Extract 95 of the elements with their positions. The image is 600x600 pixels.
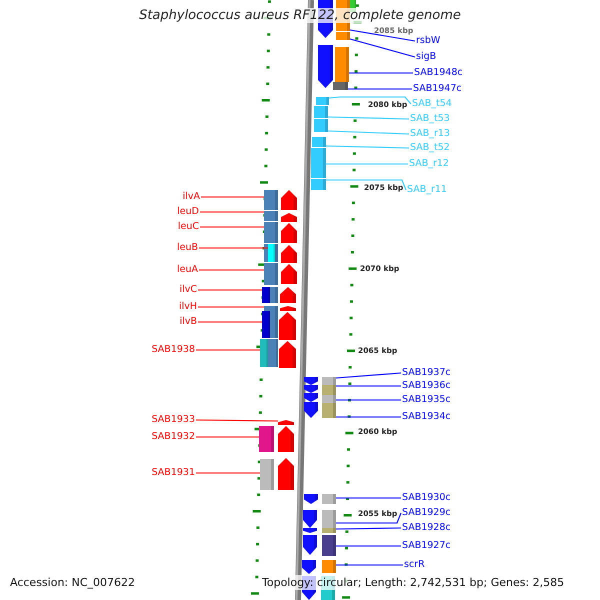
gene-label: SAB1933 bbox=[152, 414, 195, 426]
leader-line bbox=[336, 527, 401, 530]
leader-line bbox=[198, 306, 264, 308]
gene-feature bbox=[314, 119, 328, 132]
gene-label: SAB_r11 bbox=[407, 184, 447, 196]
leader-line bbox=[201, 196, 264, 198]
gene-label: SAB1928c bbox=[402, 522, 451, 534]
gene-label: SAB_t53 bbox=[410, 113, 450, 125]
gene-feature bbox=[264, 306, 278, 311]
leader-line bbox=[200, 211, 264, 213]
gene-label: ilvA bbox=[182, 191, 200, 203]
leader-line bbox=[196, 472, 260, 474]
leader-line bbox=[336, 497, 401, 499]
map-title: Staphylococcus aureus RF122, complete genome bbox=[137, 8, 463, 23]
gene-feature bbox=[264, 222, 278, 243]
gene-label: SAB_t54 bbox=[412, 98, 452, 110]
gene-label: SAB_t52 bbox=[410, 142, 450, 154]
gene-feature bbox=[322, 535, 336, 556]
leader-line bbox=[198, 321, 262, 323]
leader-line bbox=[349, 72, 413, 74]
gene-label: scrR bbox=[404, 559, 425, 571]
gene-feature bbox=[322, 510, 336, 528]
gene-label: sigB bbox=[416, 51, 436, 63]
leader-line bbox=[336, 545, 401, 547]
leader-line bbox=[326, 179, 407, 190]
gene-feature bbox=[322, 494, 336, 504]
gene-label: SAB_r12 bbox=[409, 158, 449, 170]
leader-line bbox=[199, 247, 268, 249]
leader-line bbox=[200, 226, 264, 228]
gene-feature bbox=[311, 179, 326, 190]
leader-line bbox=[348, 88, 412, 90]
gene-feature bbox=[311, 148, 326, 178]
gene-label: rsbW bbox=[416, 35, 440, 47]
gene-label: leuB bbox=[176, 242, 198, 254]
gene-feature bbox=[264, 263, 278, 285]
gene-feature bbox=[336, 32, 350, 40]
gene-feature bbox=[322, 377, 336, 385]
gene-label: leuD bbox=[177, 206, 199, 218]
gene-feature bbox=[312, 137, 326, 147]
gene-feature bbox=[333, 82, 348, 90]
leader-line bbox=[196, 419, 278, 422]
gene-feature bbox=[264, 190, 278, 210]
gene-feature bbox=[314, 106, 328, 118]
gene-label: SAB1936c bbox=[402, 380, 451, 392]
leader-line bbox=[198, 289, 262, 291]
gene-label: SAB1934c bbox=[402, 411, 451, 423]
leader-line bbox=[328, 116, 410, 120]
gene-feature bbox=[260, 459, 274, 490]
gene-label: SAB1935c bbox=[402, 394, 451, 406]
gene-feature bbox=[322, 395, 336, 403]
gene-label: leuC bbox=[178, 221, 199, 233]
gene-label: SAB1929c bbox=[402, 507, 451, 519]
gene-feature bbox=[260, 339, 268, 367]
leader-line bbox=[336, 512, 402, 524]
gene-feature bbox=[262, 287, 270, 303]
gene-label: SAB1947c bbox=[413, 83, 462, 95]
gene-label: SAB1932 bbox=[152, 431, 195, 443]
gene-feature bbox=[259, 426, 274, 452]
gene-label: SAB1948c bbox=[414, 67, 463, 79]
gene-label: SAB1938 bbox=[152, 344, 195, 356]
leader-line bbox=[196, 436, 259, 438]
gene-label: SAB_r13 bbox=[410, 128, 450, 140]
gene-feature bbox=[322, 528, 336, 533]
gene-label: SAB1937c bbox=[402, 367, 451, 379]
leader-line bbox=[328, 130, 410, 135]
leader-line bbox=[336, 385, 401, 387]
gene-feature bbox=[335, 47, 349, 82]
gene-label: ilvC bbox=[179, 284, 197, 296]
leader-line bbox=[326, 145, 410, 149]
genome-info-label: Topology: circular; Length: 2,742,531 bp; Genes: 2,585 bbox=[262, 575, 564, 590]
gene-label: SAB1930c bbox=[402, 492, 451, 504]
leader-line bbox=[199, 269, 264, 271]
gene-label: leuA bbox=[176, 264, 198, 276]
leader-line bbox=[196, 349, 260, 351]
leader-line bbox=[328, 96, 412, 104]
leader-line bbox=[336, 372, 402, 379]
gene-label: ilvB bbox=[180, 316, 197, 328]
gene-feature bbox=[322, 403, 336, 418]
gene-feature bbox=[316, 97, 329, 105]
gene-feature bbox=[322, 385, 336, 395]
accession-label: Accession: NC_007622 bbox=[10, 575, 136, 590]
leader-line bbox=[336, 416, 401, 418]
gene-label: SAB1931 bbox=[152, 467, 195, 479]
leader-line bbox=[350, 29, 416, 42]
gene-feature bbox=[322, 560, 336, 573]
gene-label: ilvH bbox=[178, 301, 197, 313]
gene-feature bbox=[268, 244, 275, 262]
leader-line bbox=[336, 399, 401, 401]
gene-feature bbox=[262, 311, 270, 338]
leader-line bbox=[350, 38, 416, 58]
gene-feature bbox=[264, 211, 278, 221]
gene-label: SAB1927c bbox=[402, 540, 451, 552]
leader-line bbox=[326, 163, 408, 165]
leader-line bbox=[336, 564, 403, 566]
gene-feature bbox=[268, 339, 278, 367]
